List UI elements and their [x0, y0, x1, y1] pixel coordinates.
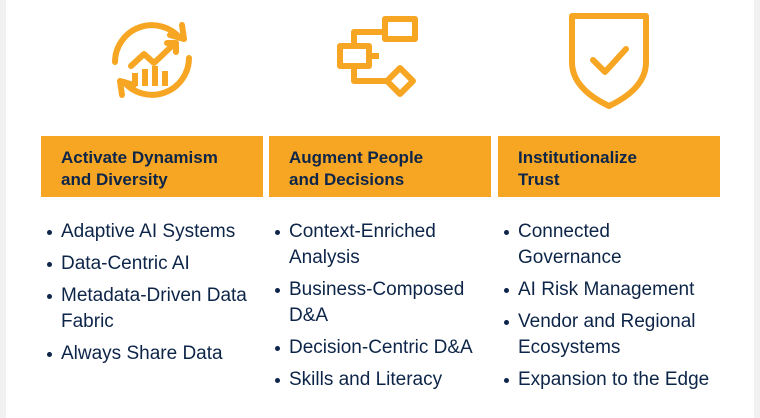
list-item: Business-Composed D&A	[275, 277, 489, 329]
list-item: AI Risk Management	[504, 277, 718, 303]
pillar-bullet-list: Adaptive AI Systems Data-Centric AI Meta…	[47, 219, 261, 373]
right-edge-strip	[754, 0, 760, 418]
list-item: Metadata-Driven Data Fabric	[47, 283, 261, 335]
left-edge-strip	[0, 0, 6, 418]
pillar-bullet-list: Context-Enriched Analysis Business-Compo…	[275, 219, 489, 399]
pillar-title: Activate Dynamism and Diversity	[61, 148, 218, 189]
list-item: Data-Centric AI	[47, 251, 261, 277]
shield-check-icon	[554, 8, 664, 112]
pillar-column-trust: Institutionalize Trust Connected Governa…	[498, 0, 720, 418]
pillar-column-augment: Augment People and Decisions Context-Enr…	[269, 0, 491, 418]
list-item: Always Share Data	[47, 341, 261, 367]
list-item: Skills and Literacy	[275, 367, 489, 393]
pillar-header: Activate Dynamism and Diversity	[41, 136, 263, 197]
pillar-column-activate: Activate Dynamism and Diversity Adaptive…	[41, 0, 263, 418]
list-item: Adaptive AI Systems	[47, 219, 261, 245]
list-item: Expansion to the Edge	[504, 367, 718, 393]
list-item: Context-Enriched Analysis	[275, 219, 489, 271]
pillar-header: Augment People and Decisions	[269, 136, 491, 197]
cycle-growth-chart-icon	[97, 8, 207, 112]
list-item: Decision-Centric D&A	[275, 335, 489, 361]
pillar-title: Institutionalize Trust	[518, 148, 637, 189]
pillar-bullet-list: Connected Governance AI Risk Management …	[504, 219, 718, 399]
list-item: Vendor and Regional Ecosystems	[504, 309, 718, 361]
pillar-title: Augment People and Decisions	[289, 148, 424, 189]
flowchart-icon	[325, 8, 435, 112]
list-item: Connected Governance	[504, 219, 718, 271]
pillar-header: Institutionalize Trust	[498, 136, 720, 197]
